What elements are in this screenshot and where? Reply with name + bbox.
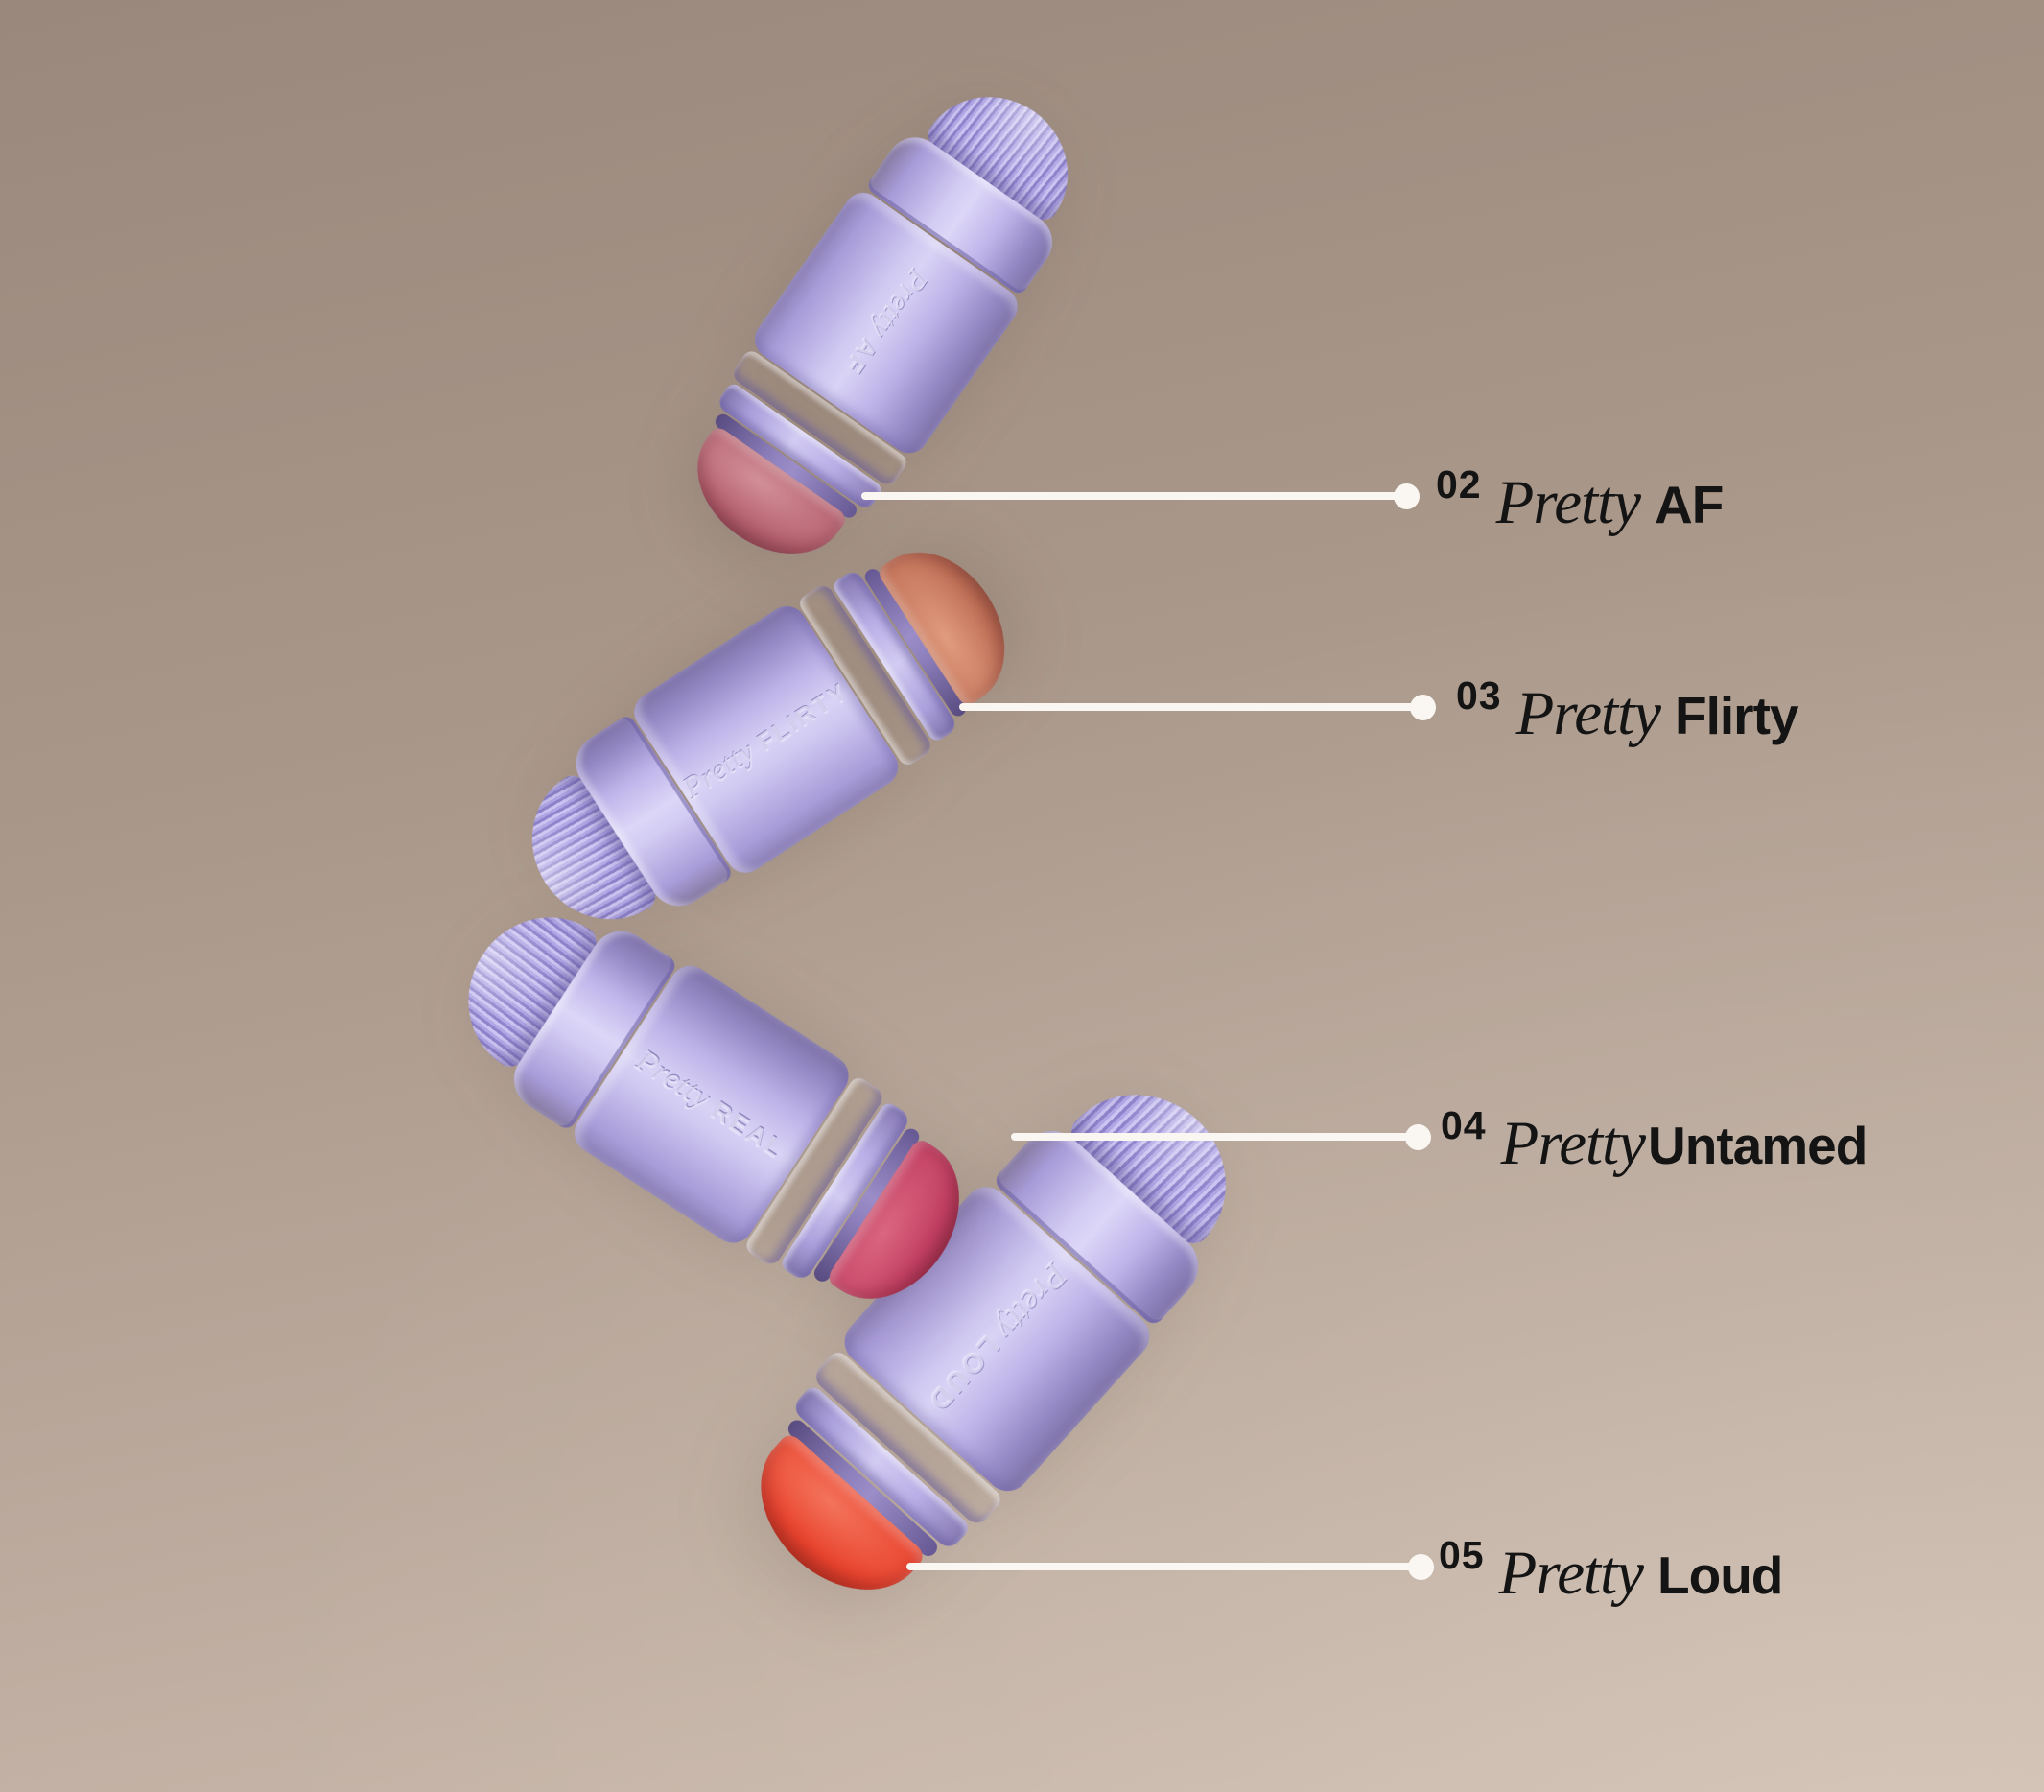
callout-label: 03 Pretty Flirty <box>1456 673 1798 750</box>
callout-line <box>861 492 1406 500</box>
tube-brand-text: Pretty <box>676 733 763 806</box>
label-shade: Loud <box>1657 1545 1783 1605</box>
tube-brand-text: Pretty <box>863 263 936 346</box>
tube-shade-text: FLIRTY <box>752 677 855 758</box>
stick-body: PrettyAF <box>658 54 1116 589</box>
label-number: 05 <box>1439 1533 1485 1577</box>
label-number: 02 <box>1436 462 1482 507</box>
label-number: 04 <box>1441 1103 1487 1147</box>
label-brand: Pretty <box>1515 679 1661 748</box>
tube-shade-text: LOUD <box>920 1329 1005 1419</box>
tube-embossed-text: PrettyREAL <box>629 1042 793 1166</box>
label-number: 03 <box>1456 673 1502 718</box>
stick-body: PrettyREAL <box>424 866 996 1341</box>
label-brand: Pretty <box>1495 468 1641 537</box>
callout-line <box>906 1563 1421 1570</box>
callout-label: 04 Pretty Untamed <box>1441 1103 1868 1180</box>
tube-embossed-text: PrettyFLIRTY <box>677 673 856 807</box>
tube-brand-text: Pretty <box>629 1042 718 1118</box>
label-shade: AF <box>1655 475 1724 534</box>
callout-line <box>959 703 1422 711</box>
tube-brand-text: Pretty <box>986 1256 1075 1349</box>
tube-embossed-text: PrettyAF <box>836 263 935 383</box>
callout-label: 05 Pretty Loud <box>1439 1533 1783 1610</box>
callout-dot <box>1408 1554 1434 1580</box>
label-brand: Pretty <box>1500 1109 1646 1178</box>
callout-dot <box>1410 695 1436 720</box>
tube-embossed-text: PrettyLOUD <box>919 1256 1075 1423</box>
tube-shade-text: AF <box>838 333 882 380</box>
callout-dot <box>1405 1124 1431 1150</box>
callout-dot <box>1394 483 1420 509</box>
callout-label: 02 Pretty AF <box>1436 462 1724 539</box>
label-shade: Flirty <box>1675 686 1798 745</box>
callout-line <box>1011 1133 1418 1141</box>
label-brand: Pretty <box>1498 1539 1644 1608</box>
product-pretty-untamed: PrettyREAL <box>424 866 996 1341</box>
label-shade: Untamed <box>1648 1116 1868 1175</box>
product-pretty-af: PrettyAF <box>658 54 1116 589</box>
tube-shade-text: REAL <box>706 1096 790 1166</box>
